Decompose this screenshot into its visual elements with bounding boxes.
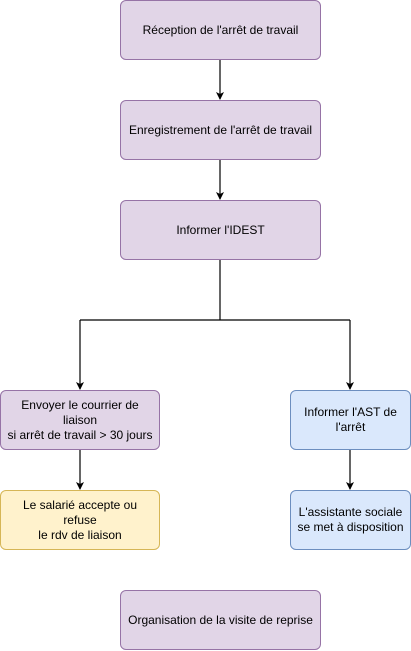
node-enregistrement-arret-label: Enregistrement de l'arrêt de travail — [128, 122, 313, 137]
node-organisation-visite[interactable]: Organisation de la visite de reprise — [120, 590, 321, 650]
node-salarie-accepte[interactable]: Le salarié accepte ou refuse le rdv de l… — [0, 490, 160, 550]
node-envoyer-courrier-label-line1: Envoyer le courrier de liaison — [21, 397, 139, 427]
node-enregistrement-arret[interactable]: Enregistrement de l'arrêt de travail — [120, 100, 321, 160]
node-salarie-accepte-label-line2: le rdv de liaison — [38, 527, 122, 542]
node-reception-arret[interactable]: Réception de l'arrêt de travail — [120, 0, 321, 60]
node-envoyer-courrier-label-line2: si arrêt de travail > 30 jours — [7, 427, 153, 442]
node-informer-ast-label-line1: Informer l'AST de — [304, 405, 397, 419]
node-informer-ast[interactable]: Informer l'AST de l'arrêt — [290, 390, 411, 450]
node-informer-idest[interactable]: Informer l'IDEST — [120, 200, 321, 260]
node-salarie-accepte-label-line1: Le salarié accepte ou refuse — [22, 497, 138, 527]
node-assistante-sociale-label-line1: L'assistante sociale — [298, 505, 403, 519]
node-envoyer-courrier[interactable]: Envoyer le courrier de liaison si arrêt … — [0, 390, 160, 450]
node-assistante-sociale[interactable]: L'assistante sociale se met à dispositio… — [290, 490, 411, 550]
node-reception-arret-label: Réception de l'arrêt de travail — [142, 22, 299, 37]
node-assistante-sociale-label-line2: se met à disposition — [297, 520, 404, 534]
node-informer-ast-label-line2: l'arrêt — [335, 420, 366, 434]
node-organisation-visite-label: Organisation de la visite de reprise — [128, 612, 313, 627]
node-informer-idest-label: Informer l'IDEST — [176, 222, 265, 237]
